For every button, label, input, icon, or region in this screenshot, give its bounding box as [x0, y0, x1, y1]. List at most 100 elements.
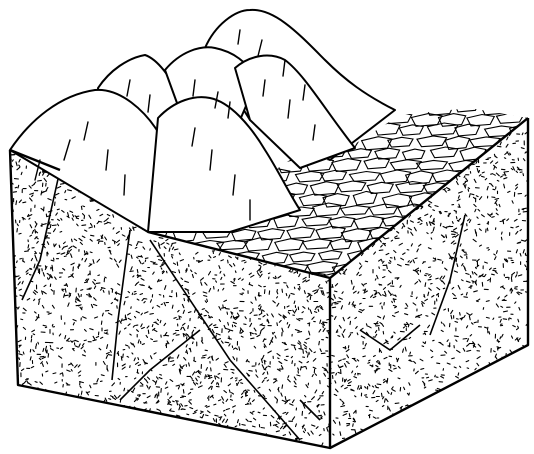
rock-speckle [38, 342, 39, 344]
rock-speckle [231, 369, 234, 370]
rock-speckle [503, 220, 504, 224]
rock-speckle [70, 424, 73, 426]
rock-speckle [323, 322, 327, 323]
rock-speckle [43, 444, 44, 446]
rock-speckle [67, 284, 68, 286]
rock-speckle [454, 438, 455, 441]
rock-speckle [385, 399, 386, 402]
rock-speckle [530, 296, 532, 299]
rock-speckle [278, 358, 279, 359]
rock-speckle [214, 439, 216, 442]
rock-speckle [176, 335, 179, 336]
rock-speckle [37, 399, 39, 402]
rock-speckle [437, 438, 439, 439]
rock-speckle [29, 438, 32, 439]
rock-speckle [134, 291, 136, 292]
rock-speckle [104, 450, 106, 452]
rock-speckle [428, 428, 431, 430]
rock-speckle [113, 215, 114, 218]
rock-speckle [168, 402, 169, 405]
rock-speckle [19, 233, 21, 234]
rock-speckle [355, 450, 357, 451]
rock-speckle [466, 400, 467, 402]
rock-speckle [351, 280, 352, 284]
rock-speckle [20, 408, 22, 409]
rock-speckle [14, 374, 16, 375]
rock-speckle [518, 168, 519, 170]
rock-speckle [350, 321, 351, 324]
rock-speckle [486, 408, 487, 410]
rock-speckle [212, 441, 215, 442]
rock-speckle [81, 206, 82, 209]
rock-speckle [153, 415, 155, 417]
rock-speckle [143, 451, 144, 453]
rock-speckle [202, 309, 204, 310]
rock-speckle [183, 390, 184, 393]
rock-speckle [134, 294, 136, 295]
rock-speckle [479, 372, 481, 373]
rock-speckle [287, 323, 288, 325]
rock-speckle [410, 352, 411, 354]
rock-speckle [413, 428, 414, 430]
rock-speckle [235, 426, 237, 427]
rock-speckle [425, 342, 426, 344]
rock-speckle [66, 441, 68, 443]
rock-speckle [172, 305, 173, 308]
rock-speckle [113, 228, 114, 229]
rock-speckle [33, 334, 35, 335]
rock-speckle [507, 402, 509, 404]
rock-speckle [452, 358, 455, 359]
rock-speckle [96, 283, 100, 284]
rock-speckle [11, 287, 13, 289]
rock-speckle [398, 378, 400, 379]
rock-speckle [265, 378, 267, 379]
rock-speckle [34, 394, 36, 396]
rock-speckle [518, 319, 519, 322]
rock-speckle [525, 265, 526, 267]
rock-speckle [492, 382, 493, 385]
rock-speckle [497, 398, 500, 400]
rock-speckle [190, 348, 191, 352]
rock-speckle [406, 452, 407, 454]
rock-speckle [390, 450, 393, 452]
rock-speckle [394, 368, 397, 369]
rock-speckle [446, 406, 448, 408]
rock-speckle [436, 435, 439, 436]
rock-speckle [36, 391, 37, 394]
rock-speckle [91, 429, 95, 430]
rock-speckle [214, 257, 216, 258]
rock-speckle [60, 373, 62, 374]
rock-speckle [504, 172, 508, 173]
rock-speckle [442, 411, 444, 412]
rock-speckle [427, 233, 428, 234]
rock-speckle [492, 217, 494, 218]
rock-speckle [45, 266, 46, 269]
rock-speckle [34, 397, 35, 399]
rock-speckle [109, 250, 111, 251]
rock-speckle [319, 341, 320, 344]
rock-speckle [214, 404, 216, 405]
rock-speckle [387, 434, 390, 437]
rock-speckle [219, 448, 220, 452]
rock-speckle [497, 347, 499, 348]
rock-speckle [121, 319, 122, 321]
rock-speckle [486, 317, 489, 318]
rock-speckle [153, 448, 156, 451]
rock-speckle [134, 414, 136, 417]
rock-speckle [45, 394, 46, 396]
rock-speckle [494, 435, 496, 436]
rock-speckle [239, 347, 240, 350]
rock-speckle [483, 405, 485, 407]
rock-speckle [523, 208, 527, 209]
rock-speckle [48, 434, 50, 435]
rock-speckle [308, 308, 309, 310]
rock-speckle [426, 316, 428, 317]
rock-speckle [225, 342, 229, 343]
rock-speckle [5, 347, 7, 350]
rock-speckle [136, 398, 138, 399]
rock-speckle [8, 301, 9, 304]
rock-speckle [264, 369, 266, 370]
rock-speckle [294, 301, 295, 304]
rock-speckle [213, 433, 215, 435]
rock-speckle [9, 348, 10, 349]
